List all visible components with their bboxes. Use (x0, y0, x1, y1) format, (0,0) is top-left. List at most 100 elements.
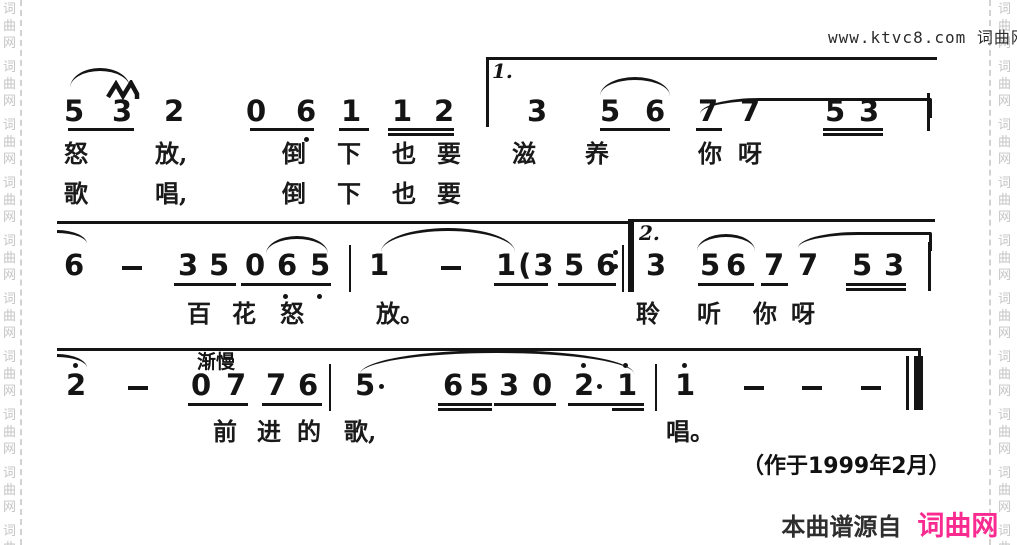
note-number: 5 (469, 368, 492, 402)
lyric-syllable: 听 (697, 299, 721, 328)
note-number: 5 (355, 368, 378, 402)
barline (486, 57, 489, 127)
lyric-syllable: 进 (257, 417, 281, 446)
barline (906, 356, 909, 410)
beam-underline (438, 403, 492, 406)
slur-arc (697, 234, 755, 251)
slur-arc (266, 236, 328, 254)
note-number: 6 (298, 368, 321, 402)
note-number: 1(3 (496, 248, 556, 282)
lyric-syllable: 歌, (344, 417, 377, 446)
barline (928, 242, 931, 291)
watermark-char: 网 (3, 268, 17, 283)
watermark-char: 词 (998, 118, 1012, 133)
lyric-syllable: 也 (392, 179, 416, 208)
watermark-char: 词 (998, 408, 1012, 423)
watermark-char: 曲 (3, 309, 17, 324)
beam-underline-2 (388, 133, 454, 136)
lyric-syllable: 花 (232, 299, 256, 328)
beam-underline (388, 128, 454, 131)
note-number: 3 (884, 248, 907, 282)
repeat-sign-dot (613, 264, 618, 269)
watermark-char: 曲 (998, 367, 1012, 382)
watermark-char: 曲 (998, 135, 1012, 150)
watermark-char: 词 (998, 524, 1012, 539)
watermark-char: 词 (998, 60, 1012, 75)
beam-underline (188, 403, 248, 406)
duration-dash (128, 386, 148, 390)
watermark-char: 网 (998, 500, 1012, 515)
watermark-char: 网 (3, 152, 17, 167)
duration-dash (744, 386, 764, 390)
tie-from-previous-line (57, 230, 87, 247)
watermark-char: 词 (3, 292, 17, 307)
slur-arc (600, 77, 670, 96)
slur-arc (360, 350, 634, 374)
volta-number-label: 1. (492, 59, 513, 83)
volta-bracket-line (628, 219, 935, 222)
beam-underline (262, 403, 322, 406)
augmentation-dot (597, 384, 602, 389)
watermark-char: 词 (998, 234, 1012, 249)
watermark-char: 词 (3, 408, 17, 423)
lyric-syllable: 放, (155, 139, 188, 168)
watermark-char: 网 (998, 152, 1012, 167)
attribution-note: （作于1999年2月） (742, 454, 951, 479)
watermark-char: 曲 (3, 251, 17, 266)
beam-underline-2 (612, 408, 644, 411)
watermark-char: 网 (998, 326, 1012, 341)
lyric-syllable: 唱, (155, 179, 188, 208)
lyric-syllable: 怒 (280, 299, 304, 328)
watermark-char: 词 (998, 466, 1012, 481)
note-number: 6 (64, 248, 87, 282)
note-number: 0 (246, 94, 269, 128)
watermark-char: 曲 (3, 542, 16, 545)
note-number: 3 (178, 248, 201, 282)
watermark-char: 词 (998, 2, 1012, 17)
beam-underline (600, 128, 670, 131)
lyric-syllable: 歌 (64, 179, 88, 208)
beam-underline (696, 128, 722, 131)
volta-bracket-line (486, 57, 937, 60)
barline (914, 356, 923, 410)
watermark-char: 网 (998, 36, 1012, 51)
watermark-char: 曲 (3, 425, 17, 440)
note-number: 6 (443, 368, 466, 402)
barline (628, 219, 634, 292)
octave-dot-below (317, 294, 322, 299)
watermark-char: 网 (998, 384, 1012, 399)
barline (622, 245, 624, 292)
watermark-char: 网 (3, 500, 17, 515)
note-number: 3 (646, 248, 669, 282)
note-number: 7 (226, 368, 249, 402)
note-number: 2 (574, 368, 597, 402)
watermark-char: 词 (3, 176, 17, 191)
note-number: 7 (266, 368, 289, 402)
lyric-syllable: 前 (213, 417, 237, 446)
watermark-char: 网 (3, 94, 17, 109)
note-number: 7 (798, 248, 821, 282)
watermark-char: 曲 (998, 19, 1012, 34)
source-brand-link[interactable]: 词曲网 (917, 511, 999, 542)
lyric-syllable: 也 (392, 139, 416, 168)
watermark-char: 网 (998, 268, 1012, 283)
lyric-syllable: 聆 (636, 299, 660, 328)
note-number: 2 (164, 94, 187, 128)
beam-underline-2 (846, 288, 906, 291)
beam-underline (761, 283, 788, 286)
note-number: 1 (369, 248, 392, 282)
watermark-char: 词 (3, 118, 17, 133)
note-number: 0 (532, 368, 555, 402)
beam-underline (241, 283, 331, 286)
beam-underline (558, 283, 616, 286)
watermark-char: 曲 (998, 309, 1012, 324)
lyric-syllable: 你 (698, 139, 722, 168)
watermark-char: 网 (3, 326, 17, 341)
source-prefix-text: 本曲谱源自 (781, 513, 902, 541)
lyric-syllable: 的 (297, 417, 321, 446)
augmentation-dot (379, 384, 384, 389)
lyric-syllable: 下 (337, 139, 361, 168)
lyric-syllable: 倒 (282, 179, 306, 208)
watermark-char: 词 (3, 466, 17, 481)
slur-arc (70, 68, 130, 88)
